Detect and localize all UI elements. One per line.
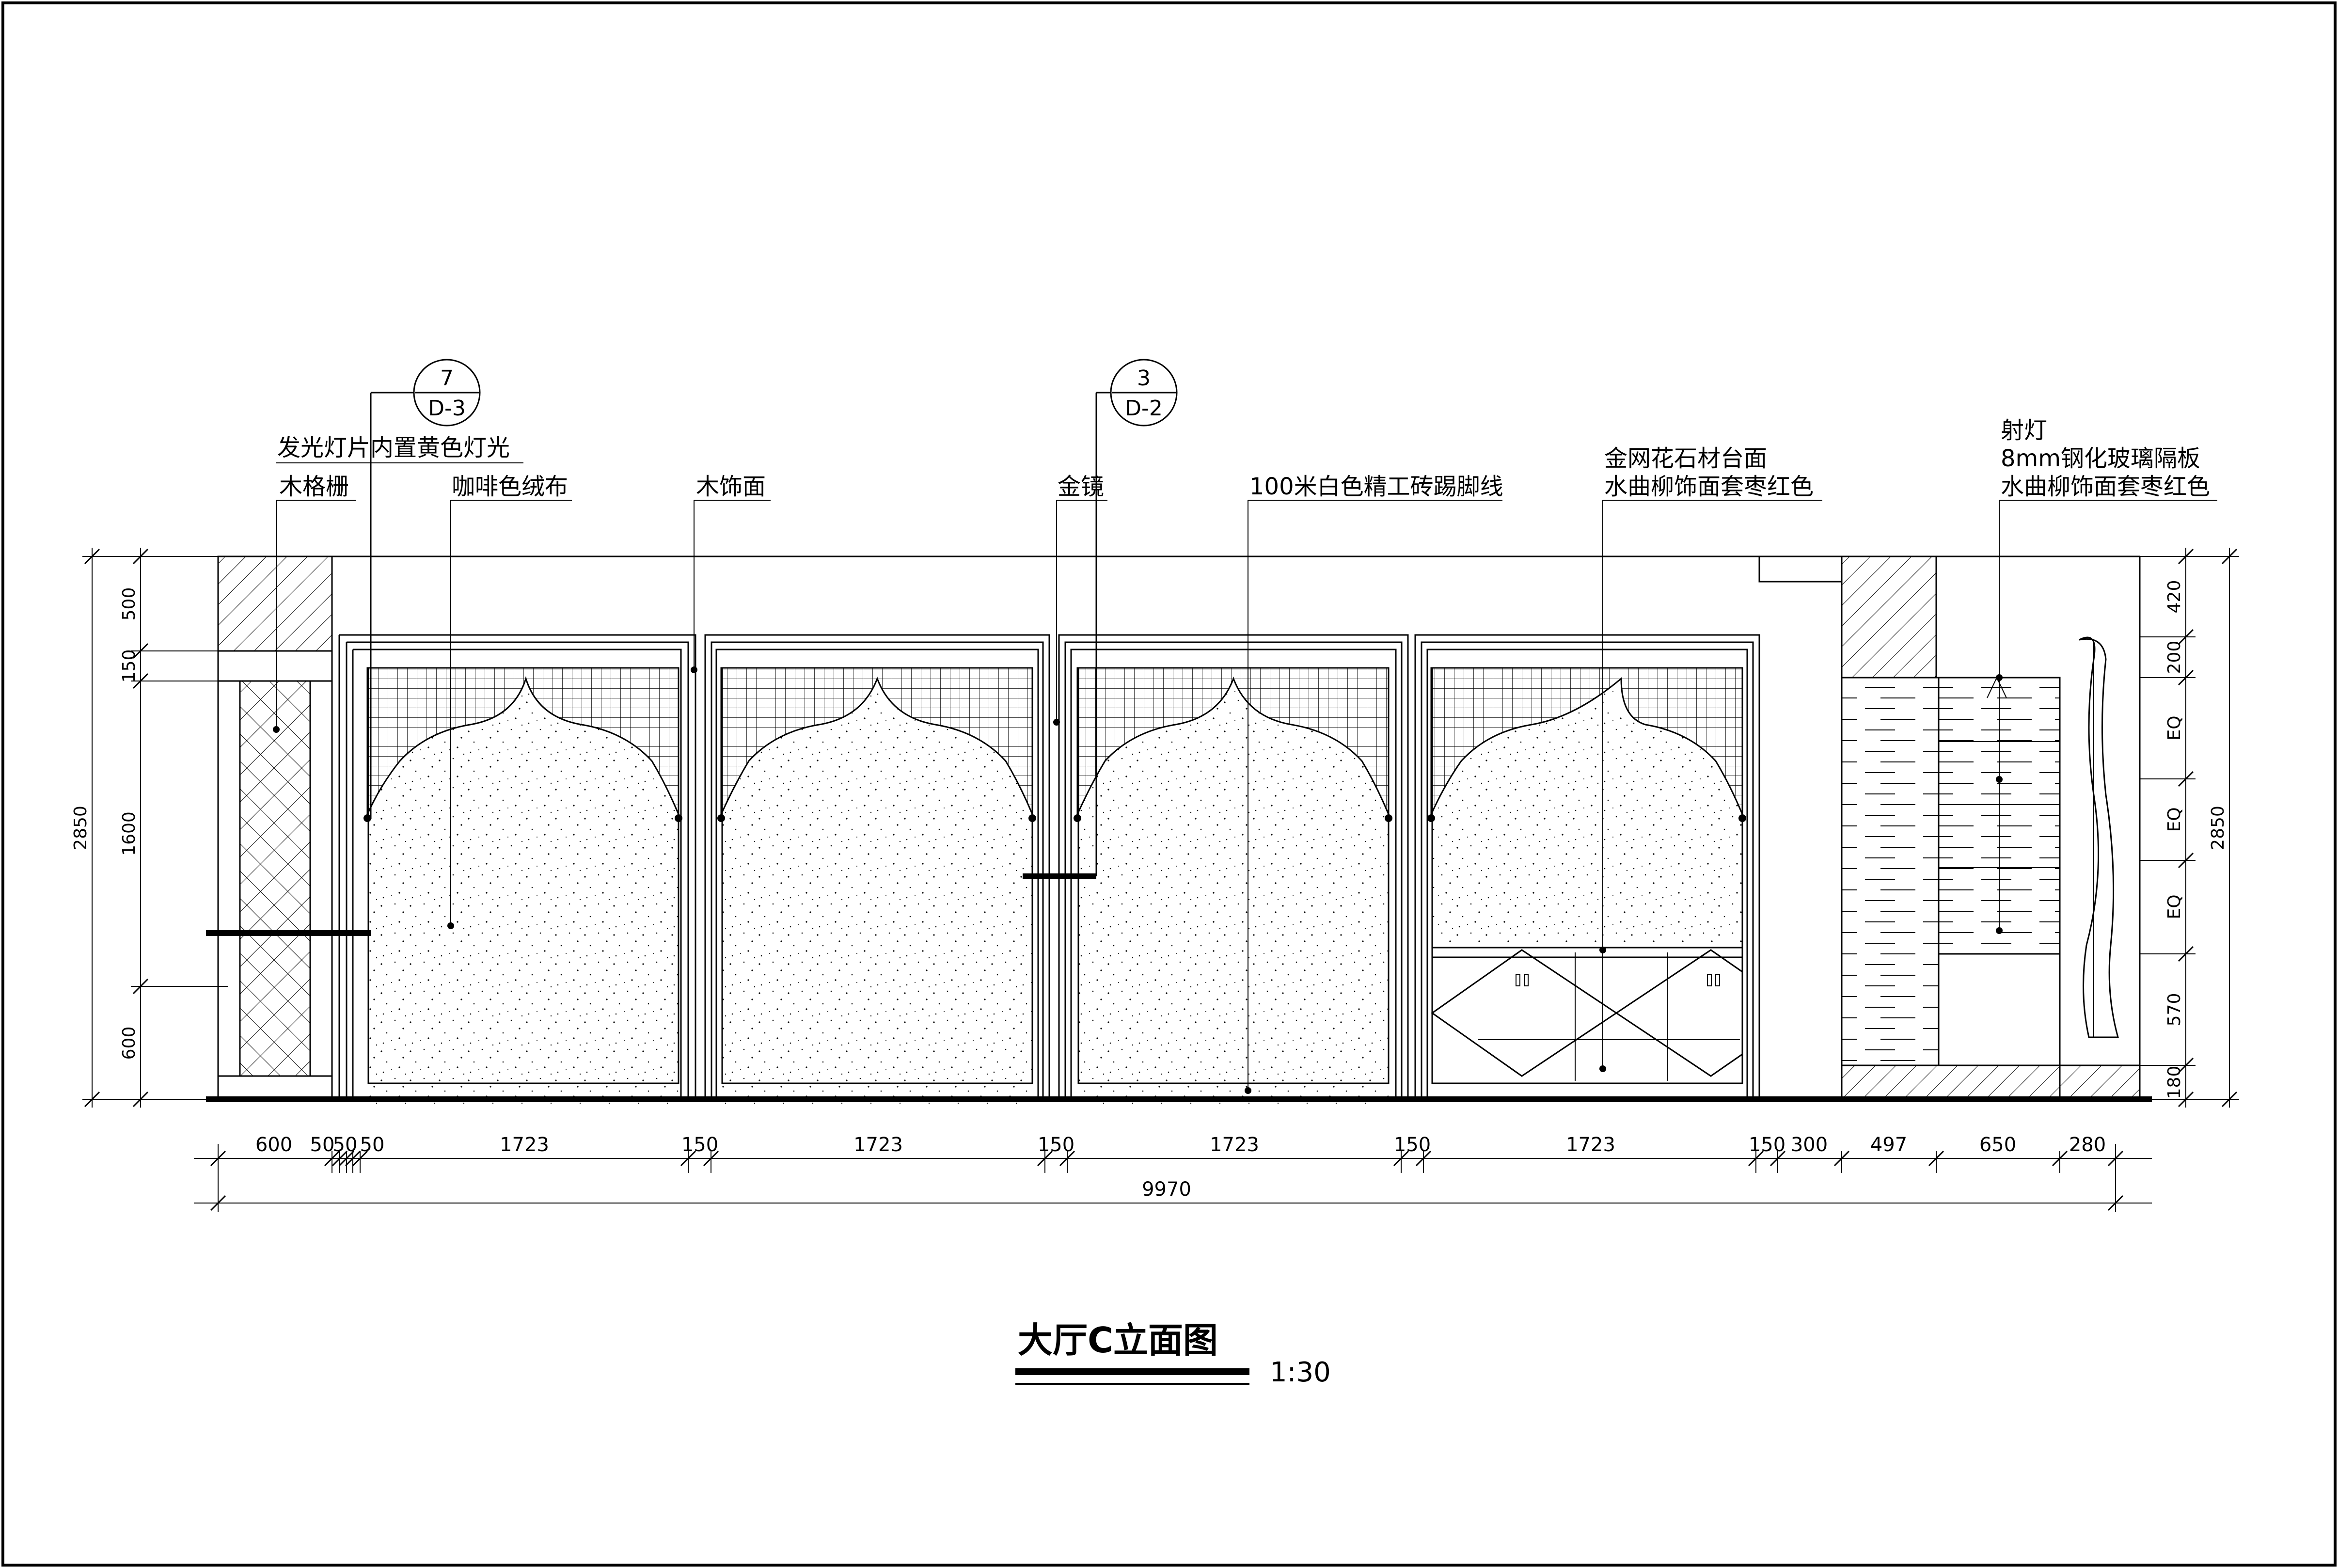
dim-150a: 150	[681, 1134, 718, 1156]
dim-left-total: 2850	[71, 806, 91, 850]
callout-7-d3: 7 D-3	[370, 359, 481, 819]
dim-right-570: 570	[2164, 993, 2184, 1027]
label-willow-veneer-2: 水曲柳饰面套枣红色	[2001, 473, 2210, 500]
dim-650: 650	[1979, 1134, 2016, 1156]
label-light-panel: 发光灯片内置黄色灯光	[277, 434, 510, 461]
dim-50c: 50	[360, 1134, 385, 1156]
right-dimensions: 420 200 EQ EQ EQ 570 180 2850	[2140, 548, 2239, 1108]
dim-right-200: 200	[2164, 641, 2184, 674]
dim-150d: 150	[1749, 1134, 1785, 1156]
dim-right-420: 420	[2164, 580, 2184, 614]
dim-total: 9970	[1142, 1178, 1191, 1201]
title-block: 大厅C立面图 1:30	[1015, 1320, 1331, 1388]
leaders	[273, 462, 2217, 1094]
callout-3-sheet: D-2	[1125, 396, 1163, 421]
labels: 发光灯片内置黄色灯光 木格栅 咖啡色绒布 木饰面 金镜 100米白色精工砖踢脚线…	[277, 417, 2210, 500]
dim-150c: 150	[1394, 1134, 1431, 1156]
label-wood-grille: 木格栅	[279, 473, 349, 500]
panel-1	[338, 634, 696, 1104]
label-glass-partition: 8mm钢化玻璃隔板	[2001, 445, 2200, 472]
dim-left-1600: 1600	[119, 811, 139, 856]
panel-2	[704, 634, 1050, 1104]
dim-497: 497	[1870, 1134, 1907, 1156]
dim-right-eq3: EQ	[2164, 894, 2184, 919]
callout-3-number: 3	[1137, 366, 1151, 391]
drawing-title: 大厅C立面图	[1018, 1320, 1218, 1361]
label-wood-finish: 木饰面	[696, 473, 766, 500]
left-column	[217, 555, 333, 1099]
dim-280: 280	[2069, 1134, 2106, 1156]
label-skirting: 100米白色精工砖踢脚线	[1249, 473, 1503, 500]
dim-1723d: 1723	[1566, 1134, 1615, 1156]
dim-right-total: 2850	[2208, 806, 2228, 850]
dim-left-600: 600	[119, 1027, 139, 1060]
label-willow-veneer: 水曲柳饰面套枣红色	[1604, 473, 1814, 500]
left-dimensions: 500 150 1600 600 2850	[71, 548, 228, 1108]
dim-right-eq2: EQ	[2164, 807, 2184, 832]
dim-right-eq1: EQ	[2164, 715, 2184, 740]
callout-3-d2: 3 D-2	[1095, 359, 1178, 876]
dim-1723b: 1723	[853, 1134, 903, 1156]
label-spotlight: 射灯	[2001, 417, 2047, 444]
label-granite-top: 金网花石材台面	[1604, 445, 1767, 472]
dim-1723c: 1723	[1210, 1134, 1259, 1156]
right-section	[1841, 555, 2141, 1100]
dim-left-500: 500	[119, 587, 139, 621]
callout-7-number: 7	[440, 366, 454, 391]
dim-50a: 50	[310, 1134, 335, 1156]
dim-300: 300	[1791, 1134, 1828, 1156]
dim-600: 600	[255, 1134, 292, 1156]
panel-4	[1414, 634, 1760, 1099]
dim-1723a: 1723	[500, 1134, 549, 1156]
label-coffee-velvet: 咖啡色绒布	[452, 473, 568, 500]
dim-right-180: 180	[2164, 1066, 2184, 1099]
bottom-dimensions: 600 50 50 50 1723 150 1723 150 1723 150 …	[194, 1134, 2152, 1212]
panel-3	[1058, 634, 1409, 1104]
dim-50b: 50	[333, 1134, 358, 1156]
drawing-scale: 1:30	[1270, 1357, 1331, 1388]
label-gold-mirror: 金镜	[1058, 473, 1104, 500]
callout-7-sheet: D-3	[428, 396, 466, 421]
dim-150b: 150	[1038, 1134, 1074, 1156]
dim-left-150: 150	[119, 649, 139, 683]
